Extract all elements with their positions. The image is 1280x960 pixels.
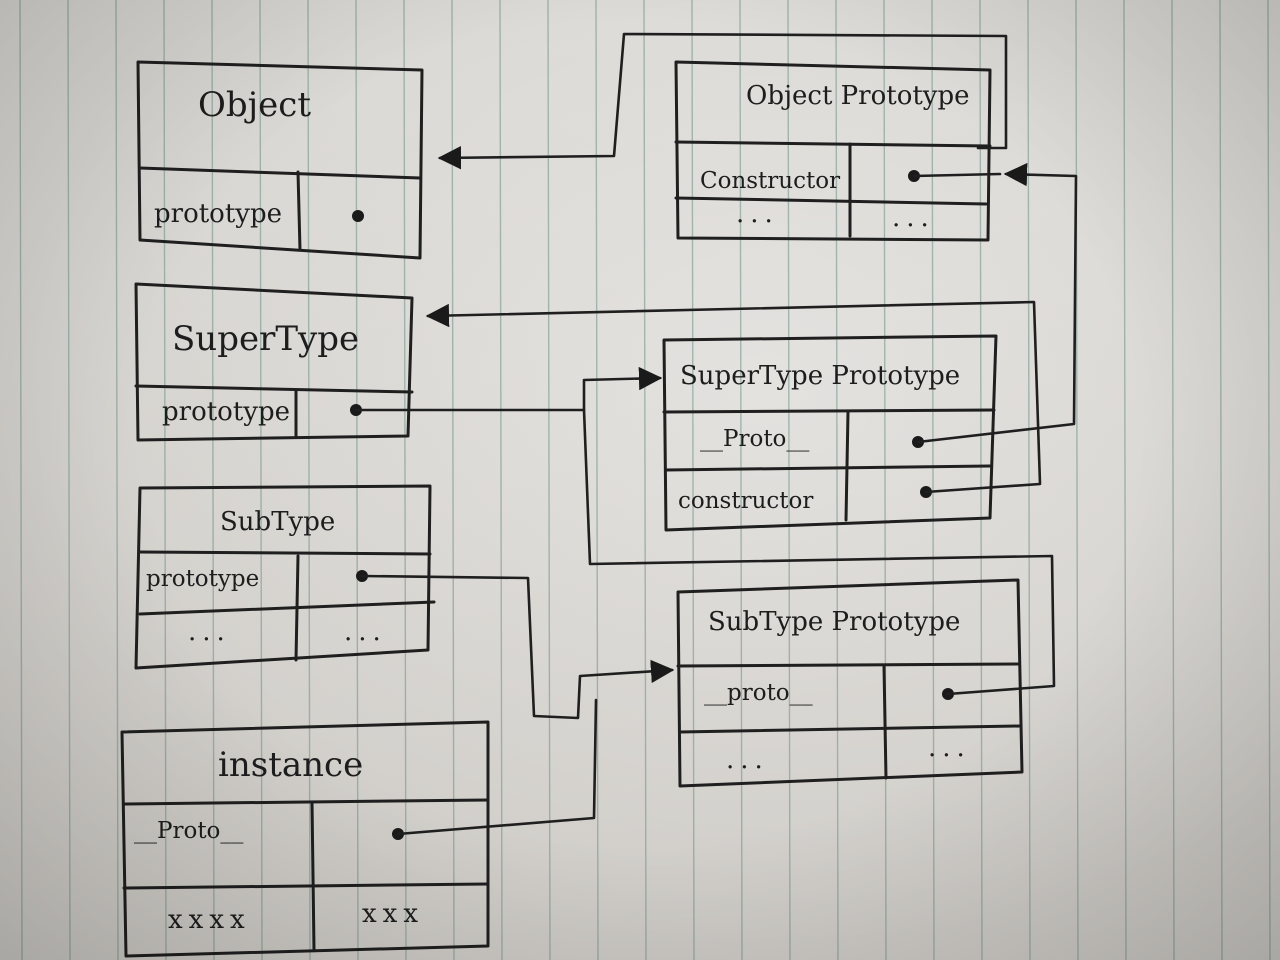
subtype-title: SubType xyxy=(220,507,335,537)
arrow-subtype-prototype-to-subtype-prototype xyxy=(360,574,675,720)
arrow-supertype-prototype-to-supertype-prototype xyxy=(354,366,663,412)
subtype-prototype-rest-right: ... xyxy=(928,733,971,763)
object-prototype-box: Object Prototype Constructor ... ... xyxy=(674,60,992,242)
instance-rest-left: xxxx xyxy=(168,905,251,935)
supertype-prototype-proto-label: __Proto__ xyxy=(700,426,810,452)
instance-rest-right: xxx xyxy=(362,899,424,929)
subtype-prototype-label: prototype xyxy=(146,566,259,592)
object-prototype-rest-right: ... xyxy=(892,203,935,233)
supertype-box: SuperType prototype xyxy=(134,282,414,442)
object-prototype-constructor-label: Constructor xyxy=(700,168,840,194)
object-prototype-rest-left: ... xyxy=(736,199,779,229)
object-prototype-dot xyxy=(352,210,364,222)
subtype-rest-left: ... xyxy=(188,617,231,647)
supertype-prototype-title: SuperType Prototype xyxy=(680,361,960,391)
subtype-prototype-rest-left: ... xyxy=(726,745,769,775)
instance-title: instance xyxy=(218,745,363,785)
instance-proto-label: __Proto__ xyxy=(134,818,244,844)
object-box: Object prototype xyxy=(136,60,424,260)
arrow-object-prototype-constructor-to-object xyxy=(437,32,1008,170)
arrow-instance-proto-to-subtype-prototype xyxy=(396,698,598,836)
supertype-prototype-box: SuperType Prototype __Proto__ constructo… xyxy=(662,334,998,532)
supertype-prototype-constructor-label: constructor xyxy=(678,488,813,514)
arrow-subtype-proto-to-supertype-prototype xyxy=(582,408,1056,696)
subtype-box: SubType prototype ... ... xyxy=(134,484,436,670)
arrow-supertype-constructor-to-supertype xyxy=(425,300,1042,494)
arrow-supertype-proto-to-object-prototype xyxy=(916,162,1078,444)
instance-box: instance __Proto__ xxxx xxx xyxy=(120,720,490,958)
subtype-prototype-box: SubType Prototype __proto__ ... ... xyxy=(676,578,1024,788)
supertype-title: SuperType xyxy=(172,319,359,359)
supertype-prototype-label: prototype xyxy=(162,397,290,427)
object-title: Object xyxy=(198,85,311,125)
arrow-object-dot-to-object-prototype xyxy=(912,172,1002,178)
subtype-prototype-proto-label: __proto__ xyxy=(704,680,813,706)
subtype-rest-right: ... xyxy=(344,617,387,647)
object-prototype-label: prototype xyxy=(154,199,282,229)
subtype-prototype-title: SubType Prototype xyxy=(708,607,960,637)
object-prototype-title: Object Prototype xyxy=(746,81,970,111)
